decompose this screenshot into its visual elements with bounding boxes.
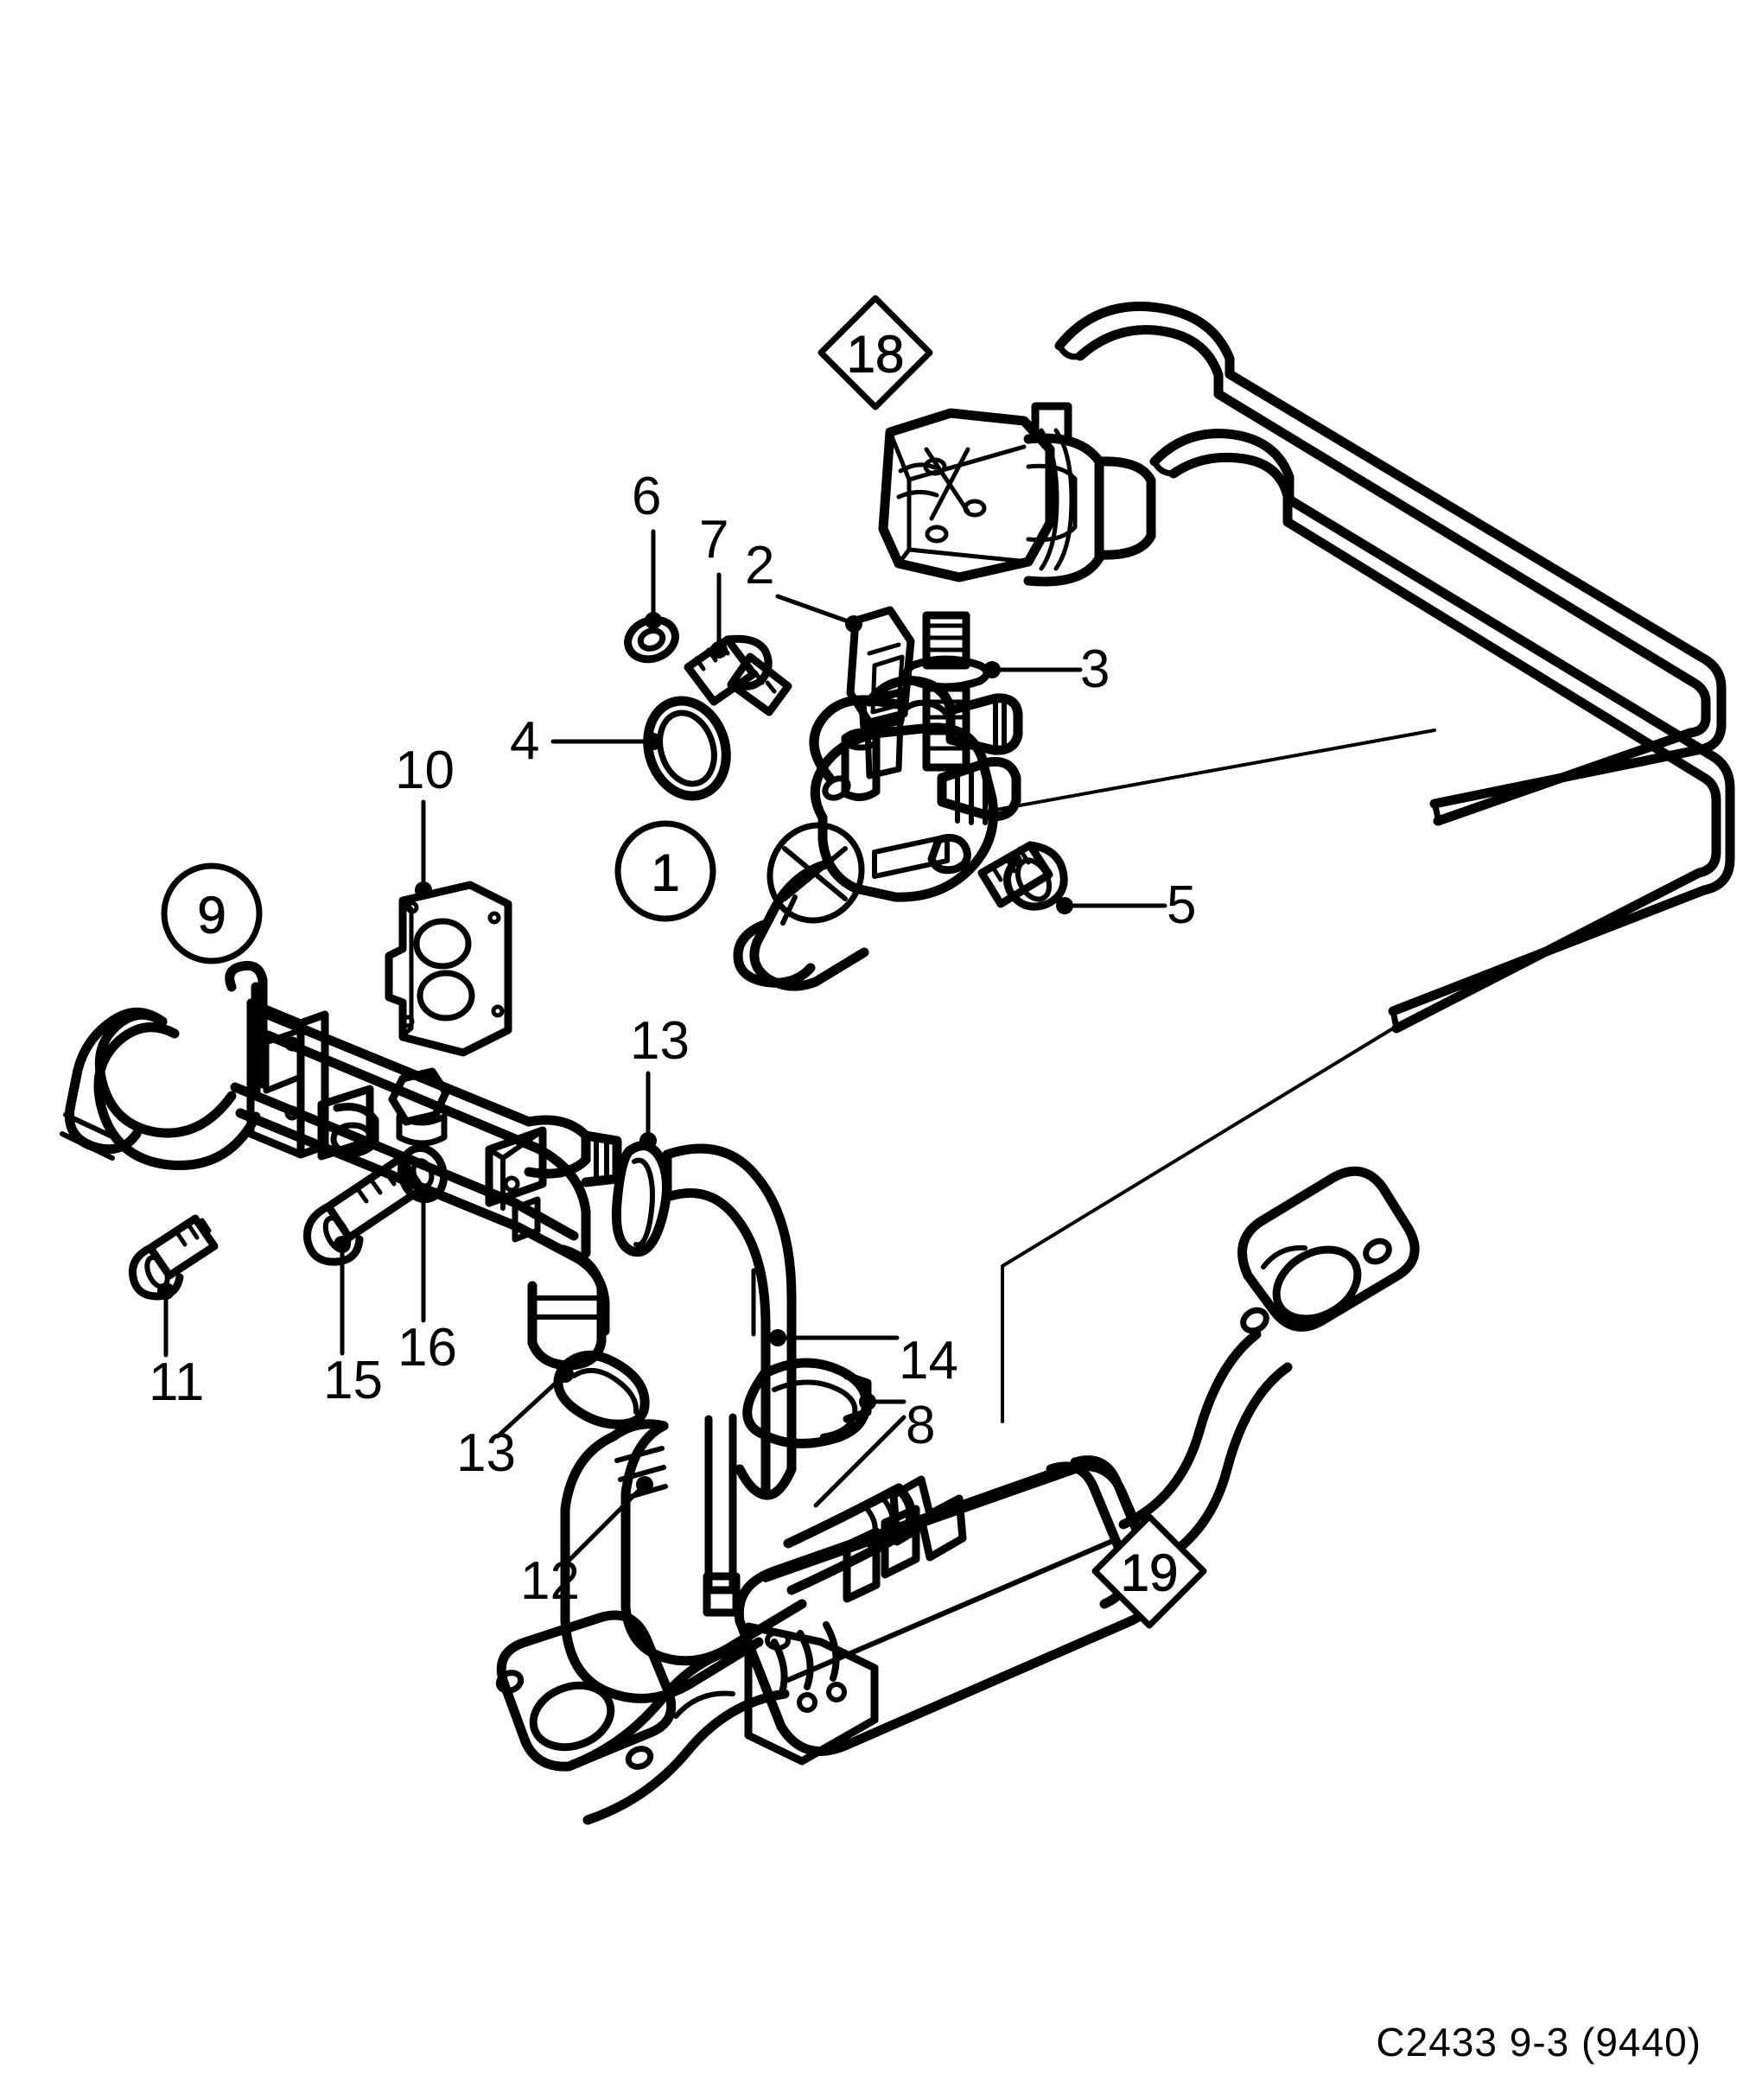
part-label-13-upper: 13	[630, 1011, 690, 1071]
callout-circle-9	[161, 862, 263, 964]
part-label-6: 6	[632, 467, 662, 526]
callout-diamond-18	[817, 295, 933, 410]
leader-hose-b	[1001, 1027, 1395, 1423]
part-label-2: 2	[745, 536, 775, 595]
callout-9-text: 9	[197, 887, 226, 945]
bolt-5	[977, 841, 1068, 911]
part-label-10: 10	[395, 741, 455, 800]
leader-hose-a	[980, 729, 1436, 814]
callout-19-text: 19	[1121, 1544, 1179, 1602]
callout-18-text: 18	[847, 326, 905, 384]
part-label-16: 16	[398, 1318, 457, 1378]
o-ring-4	[643, 696, 731, 801]
long-coolant-hoses	[1054, 302, 1735, 1034]
part-label-8: 8	[906, 1396, 936, 1455]
leader-lines	[157, 529, 1167, 1569]
coolant-hose-14	[662, 1143, 797, 1500]
callout-1-text: 1	[651, 844, 679, 902]
thermostat-housing-1	[733, 676, 1023, 991]
part-label-5: 5	[1167, 875, 1197, 935]
part-label-11: 11	[149, 1352, 205, 1412]
gasket-10	[385, 881, 512, 1057]
hose-clamp-13-upper	[611, 1141, 672, 1257]
part-label-14: 14	[899, 1331, 958, 1390]
egr-valve-18	[878, 402, 1156, 587]
part-label-4: 4	[510, 711, 540, 771]
callout-circle-1	[614, 820, 716, 922]
bolt-11	[128, 1214, 219, 1301]
hose-clamp-13-lower	[553, 1350, 650, 1429]
coolant-pipe-assembly-9	[60, 960, 622, 1371]
diagram-footer-code: C2433 9-3 (9440)	[1376, 2020, 1702, 2065]
part-label-15: 15	[323, 1351, 383, 1410]
pipe-stub-8	[783, 1483, 916, 1595]
part-label-7: 7	[699, 510, 729, 570]
part-label-12: 12	[520, 1551, 580, 1611]
part-label-13-lower: 13	[456, 1423, 516, 1483]
bolt-7	[684, 634, 792, 716]
part-label-3: 3	[1080, 640, 1110, 699]
callout-diamond-19	[1091, 1513, 1207, 1629]
